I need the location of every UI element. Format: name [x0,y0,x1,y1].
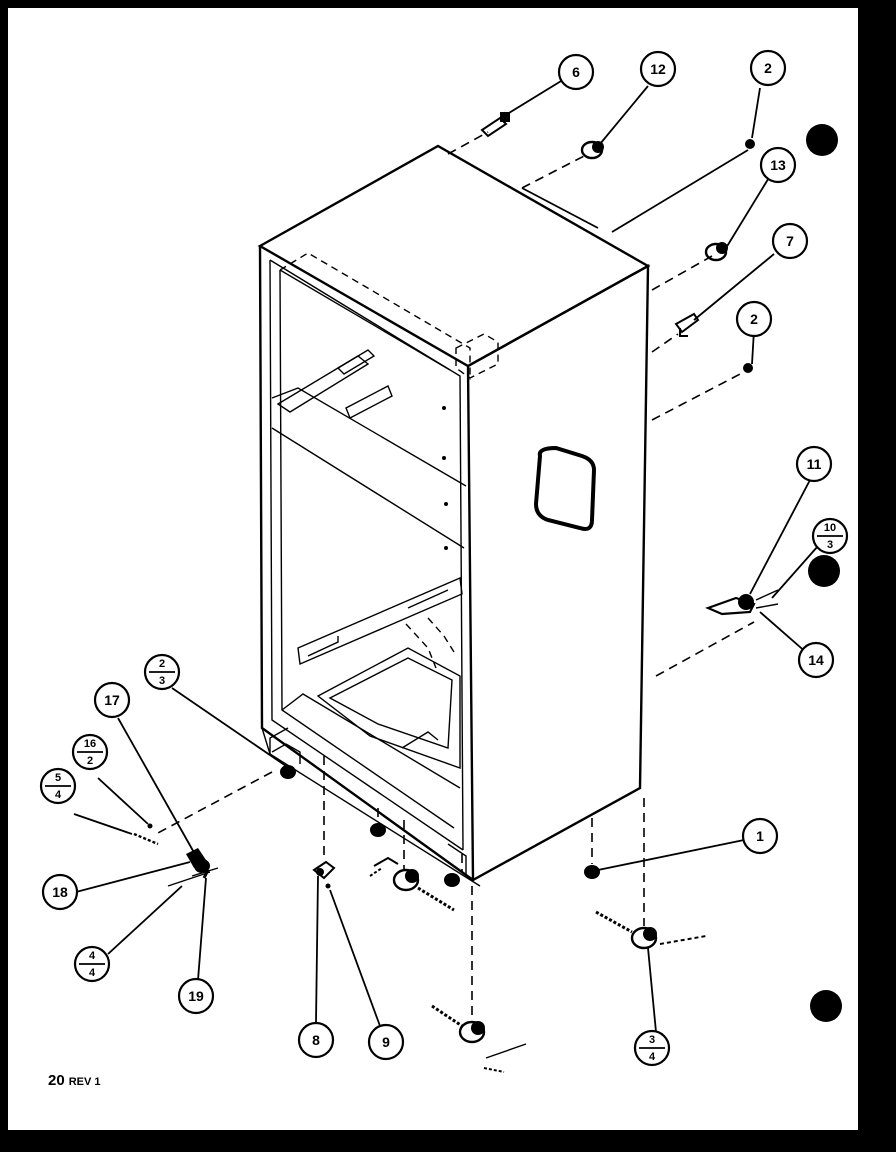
page-number: 20 [48,1072,65,1089]
callout-19: 19 [177,977,215,1015]
callout-16-2: 16 2 [71,733,109,771]
callout-13-label: 13 [770,157,786,173]
callout-4-4: 4 4 [73,945,111,983]
callout-5-4-bottom: 4 [55,789,62,801]
registration-dot-top [806,124,838,156]
callout-18: 18 [41,873,79,911]
callout-2-top-label: 2 [764,60,772,76]
registration-dot-middle [808,555,840,587]
assembly-lines [155,131,755,1018]
callout-18-label: 18 [52,884,68,900]
callout-3-4-right-top: 3 [649,1034,655,1046]
callout-8-label: 8 [312,1032,320,1048]
revision-label: REV 1 [68,1076,101,1088]
callout-19-label: 19 [188,988,204,1004]
callout-1-label: 1 [756,828,764,844]
callout-2-mid: 2 [735,300,773,338]
callout-4-4-bottom: 4 [89,967,96,979]
callout-5-4: 5 4 [39,767,77,805]
hinge-part-11 [704,589,779,616]
callout-6-label: 6 [572,64,580,80]
callout-14: 14 [797,641,835,679]
callout-9-label: 9 [382,1034,390,1050]
callout-10-3-top: 10 [824,522,836,534]
cabinet-body [257,144,651,887]
leg-left-rear [370,823,386,837]
callout-7-label: 7 [786,233,794,249]
callout-10-3: 10 3 [811,517,849,555]
callout-2-3-top: 2 [159,658,165,670]
callout-17-label: 17 [104,692,120,708]
screw-part-9 [325,883,331,889]
callout-3-4-right: 3 4 [633,1029,671,1067]
callout-11: 11 [795,445,833,483]
bracket-part-7 [674,312,700,337]
callout-17: 17 [93,681,131,719]
callout-2-mid-label: 2 [750,311,758,327]
callout-3-4-right-bottom: 4 [649,1051,656,1063]
callout-5-4-top: 5 [55,772,61,784]
callout-2-3: 2 3 [143,653,181,691]
screw-part-16-2 [147,823,153,829]
callout-2-top: 2 [749,49,787,87]
screw-part-5-4 [133,832,159,846]
roller-right [595,910,707,950]
callout-4-4-top: 4 [89,950,96,962]
callout-7: 7 [771,222,809,260]
diagram-sheet: 6 12 2 13 7 2 11 10 3 14 1 3 4 [8,8,858,1130]
callout-16-2-bottom: 2 [87,755,93,767]
parts [133,112,779,1073]
leg-part-2-3 [280,765,296,779]
callout-12-label: 12 [650,61,666,77]
callout-16-2-top: 16 [84,738,96,750]
callout-1: 1 [741,817,779,855]
callout-9: 9 [367,1023,405,1061]
plug-part-6 [480,112,510,138]
registration-dot-bottom [810,990,842,1022]
callout-6: 6 [557,53,595,91]
callout-11-label: 11 [807,456,822,472]
leg-part-1 [584,865,600,879]
callout-12: 12 [639,50,677,88]
bushing-part-12 [580,140,604,160]
callout-10-3-bottom: 3 [827,539,833,551]
hinge-assembly-left [167,848,219,887]
roller-bottom [431,1004,527,1073]
cabinet-exploded-diagram: 6 12 2 13 7 2 11 10 3 14 1 3 4 [39,49,849,1073]
callout-8: 8 [297,1021,335,1059]
screw-part-2-mid [743,363,753,373]
leader-lines [73,77,819,1033]
callout-14-label: 14 [808,652,824,668]
callout-2-3-bottom: 3 [159,675,165,687]
roller-center [392,868,455,912]
clip-part-8 [312,860,336,880]
screw-part-2-top [745,139,755,149]
leg-front [444,873,460,887]
callout-13: 13 [759,146,797,184]
